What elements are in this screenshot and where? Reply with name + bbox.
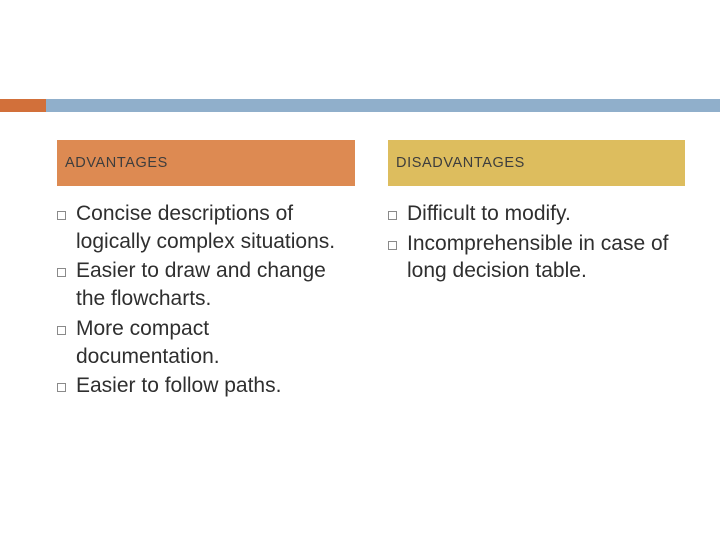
- list-item-text: More compact documentation.: [76, 316, 220, 368]
- disadvantages-list: Difficult to modify. Incomprehensible in…: [388, 200, 685, 285]
- list-item-text: Easier to follow paths.: [76, 374, 282, 398]
- square-bullet-icon: [57, 325, 66, 335]
- column-advantages: ADVANTAGES Concise descriptions of logic…: [57, 140, 355, 402]
- column-header-advantages: ADVANTAGES: [57, 140, 355, 186]
- list-item-text: Difficult to modify.: [407, 202, 571, 225]
- list-item-text: Incomprehensible in case of long decisio…: [407, 231, 669, 283]
- square-bullet-icon: [57, 211, 66, 220]
- list-item: More compact documentation.: [57, 315, 355, 370]
- content-columns: ADVANTAGES Concise descriptions of logic…: [0, 140, 720, 540]
- list-item: Easier to follow paths.: [57, 372, 355, 400]
- advantages-list: Concise descriptions of logically comple…: [57, 200, 355, 400]
- column-header-disadvantages-label: DISADVANTAGES: [396, 155, 525, 171]
- list-item: Easier to draw and change the flowcharts…: [57, 257, 355, 312]
- top-accent-bar-orange: [0, 99, 46, 112]
- top-accent-bar-blue: [46, 99, 720, 112]
- list-item: Incomprehensible in case of long decisio…: [388, 230, 685, 285]
- square-bullet-icon: [57, 268, 66, 278]
- list-item-text: Concise descriptions of logically comple…: [76, 202, 336, 253]
- square-bullet-icon: [388, 240, 397, 250]
- list-item: Difficult to modify.: [388, 200, 685, 228]
- column-header-advantages-label: ADVANTAGES: [65, 155, 168, 171]
- square-bullet-icon: [388, 211, 397, 220]
- square-bullet-icon: [57, 383, 66, 393]
- column-disadvantages: DISADVANTAGES Difficult to modify. Incom…: [388, 140, 685, 287]
- column-header-disadvantages: DISADVANTAGES: [388, 140, 685, 186]
- list-item: Concise descriptions of logically comple…: [57, 200, 355, 255]
- list-item-text: Easier to draw and change the flowcharts…: [76, 259, 326, 311]
